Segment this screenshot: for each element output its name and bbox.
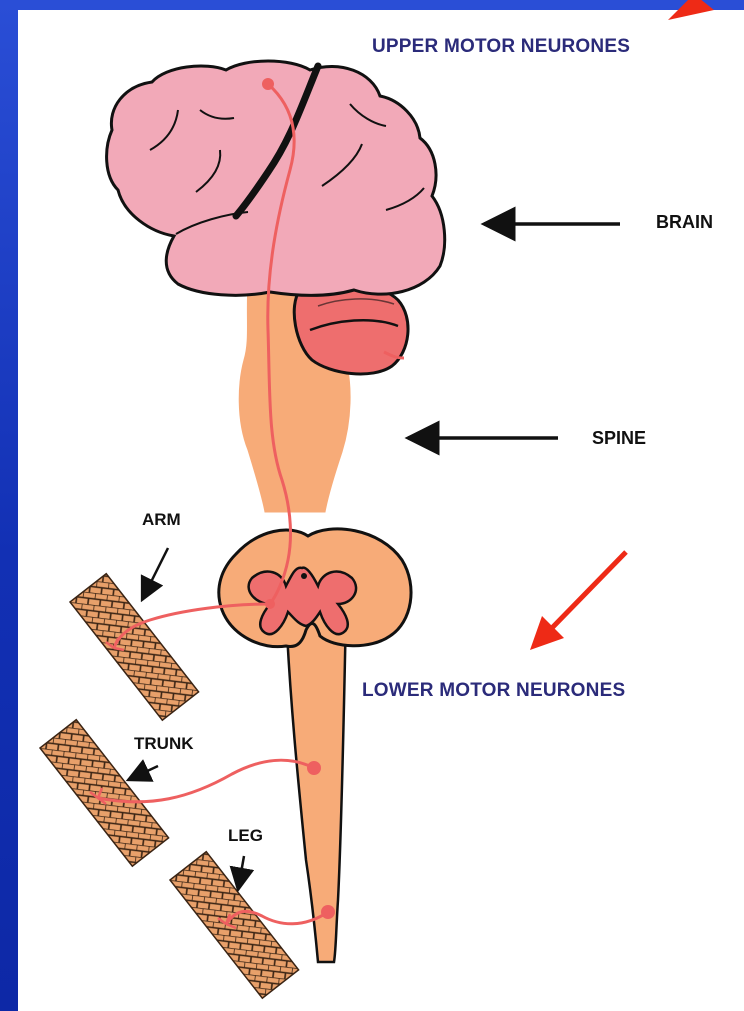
arm-muscle <box>70 574 199 721</box>
upper-neurone-red-arrow <box>668 0 714 20</box>
arm-label: ARM <box>142 510 181 530</box>
lower-motor-neurones-label: LOWER MOTOR NEURONES <box>362 680 625 702</box>
spine-label: SPINE <box>592 428 646 449</box>
trunk-pointer-arrow <box>128 766 158 780</box>
leg-label: LEG <box>228 826 263 846</box>
leg-muscle <box>170 852 299 999</box>
upper-motor-neurones-label: UPPER MOTOR NEURONES <box>372 36 630 58</box>
lower-neurone-red-arrow <box>530 552 626 650</box>
leg-pointer-arrow <box>238 856 244 890</box>
brain-label: BRAIN <box>656 212 713 233</box>
arm-pointer-arrow <box>142 548 168 600</box>
cerebrum <box>107 61 445 296</box>
trunk-label: TRUNK <box>134 734 194 754</box>
spinal-cord <box>286 612 346 962</box>
